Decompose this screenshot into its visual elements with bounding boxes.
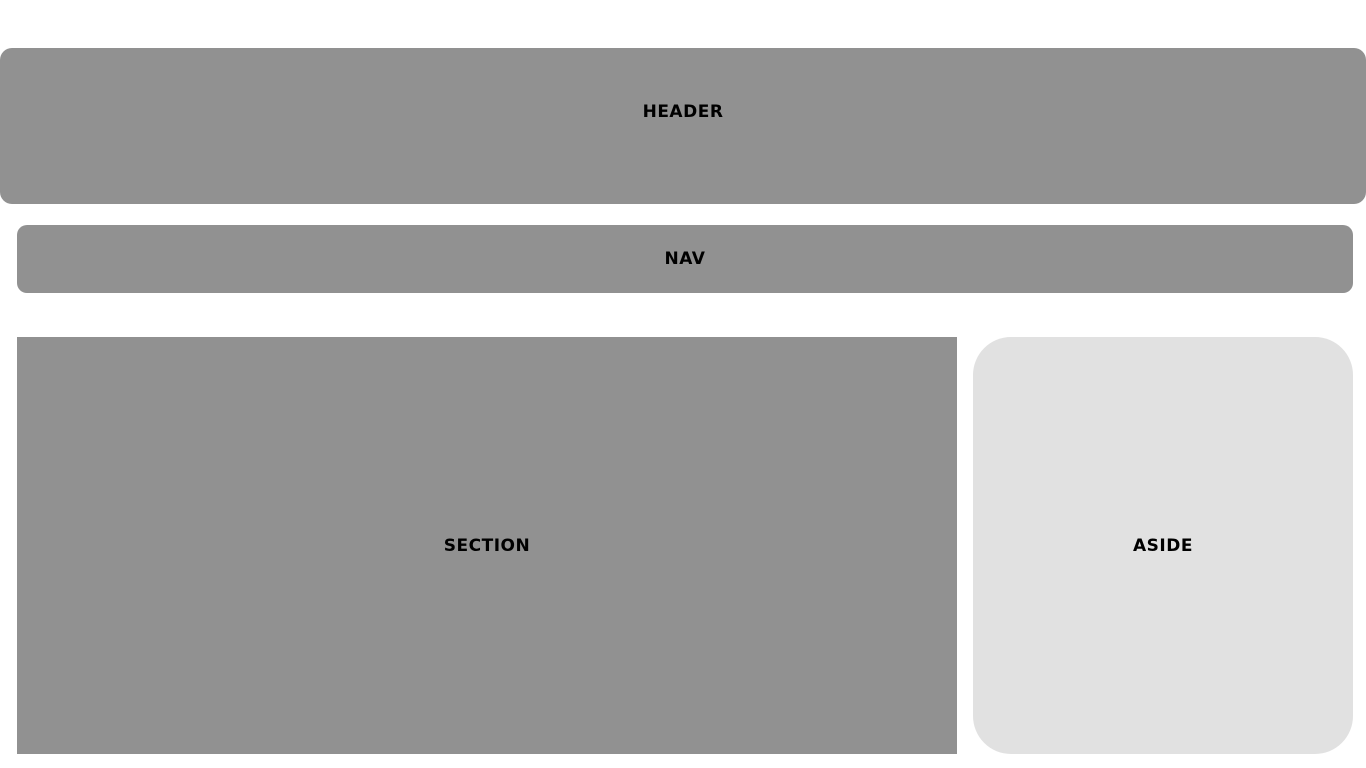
nav-block: NAV [17,225,1353,293]
aside-label: ASIDE [1133,535,1193,556]
nav-label: NAV [664,249,706,269]
header-block: HEADER [0,48,1366,204]
section-block: SECTION [17,337,957,754]
section-label: SECTION [443,535,531,556]
header-label: HEADER [642,102,724,122]
aside-block: ASIDE [973,337,1353,754]
